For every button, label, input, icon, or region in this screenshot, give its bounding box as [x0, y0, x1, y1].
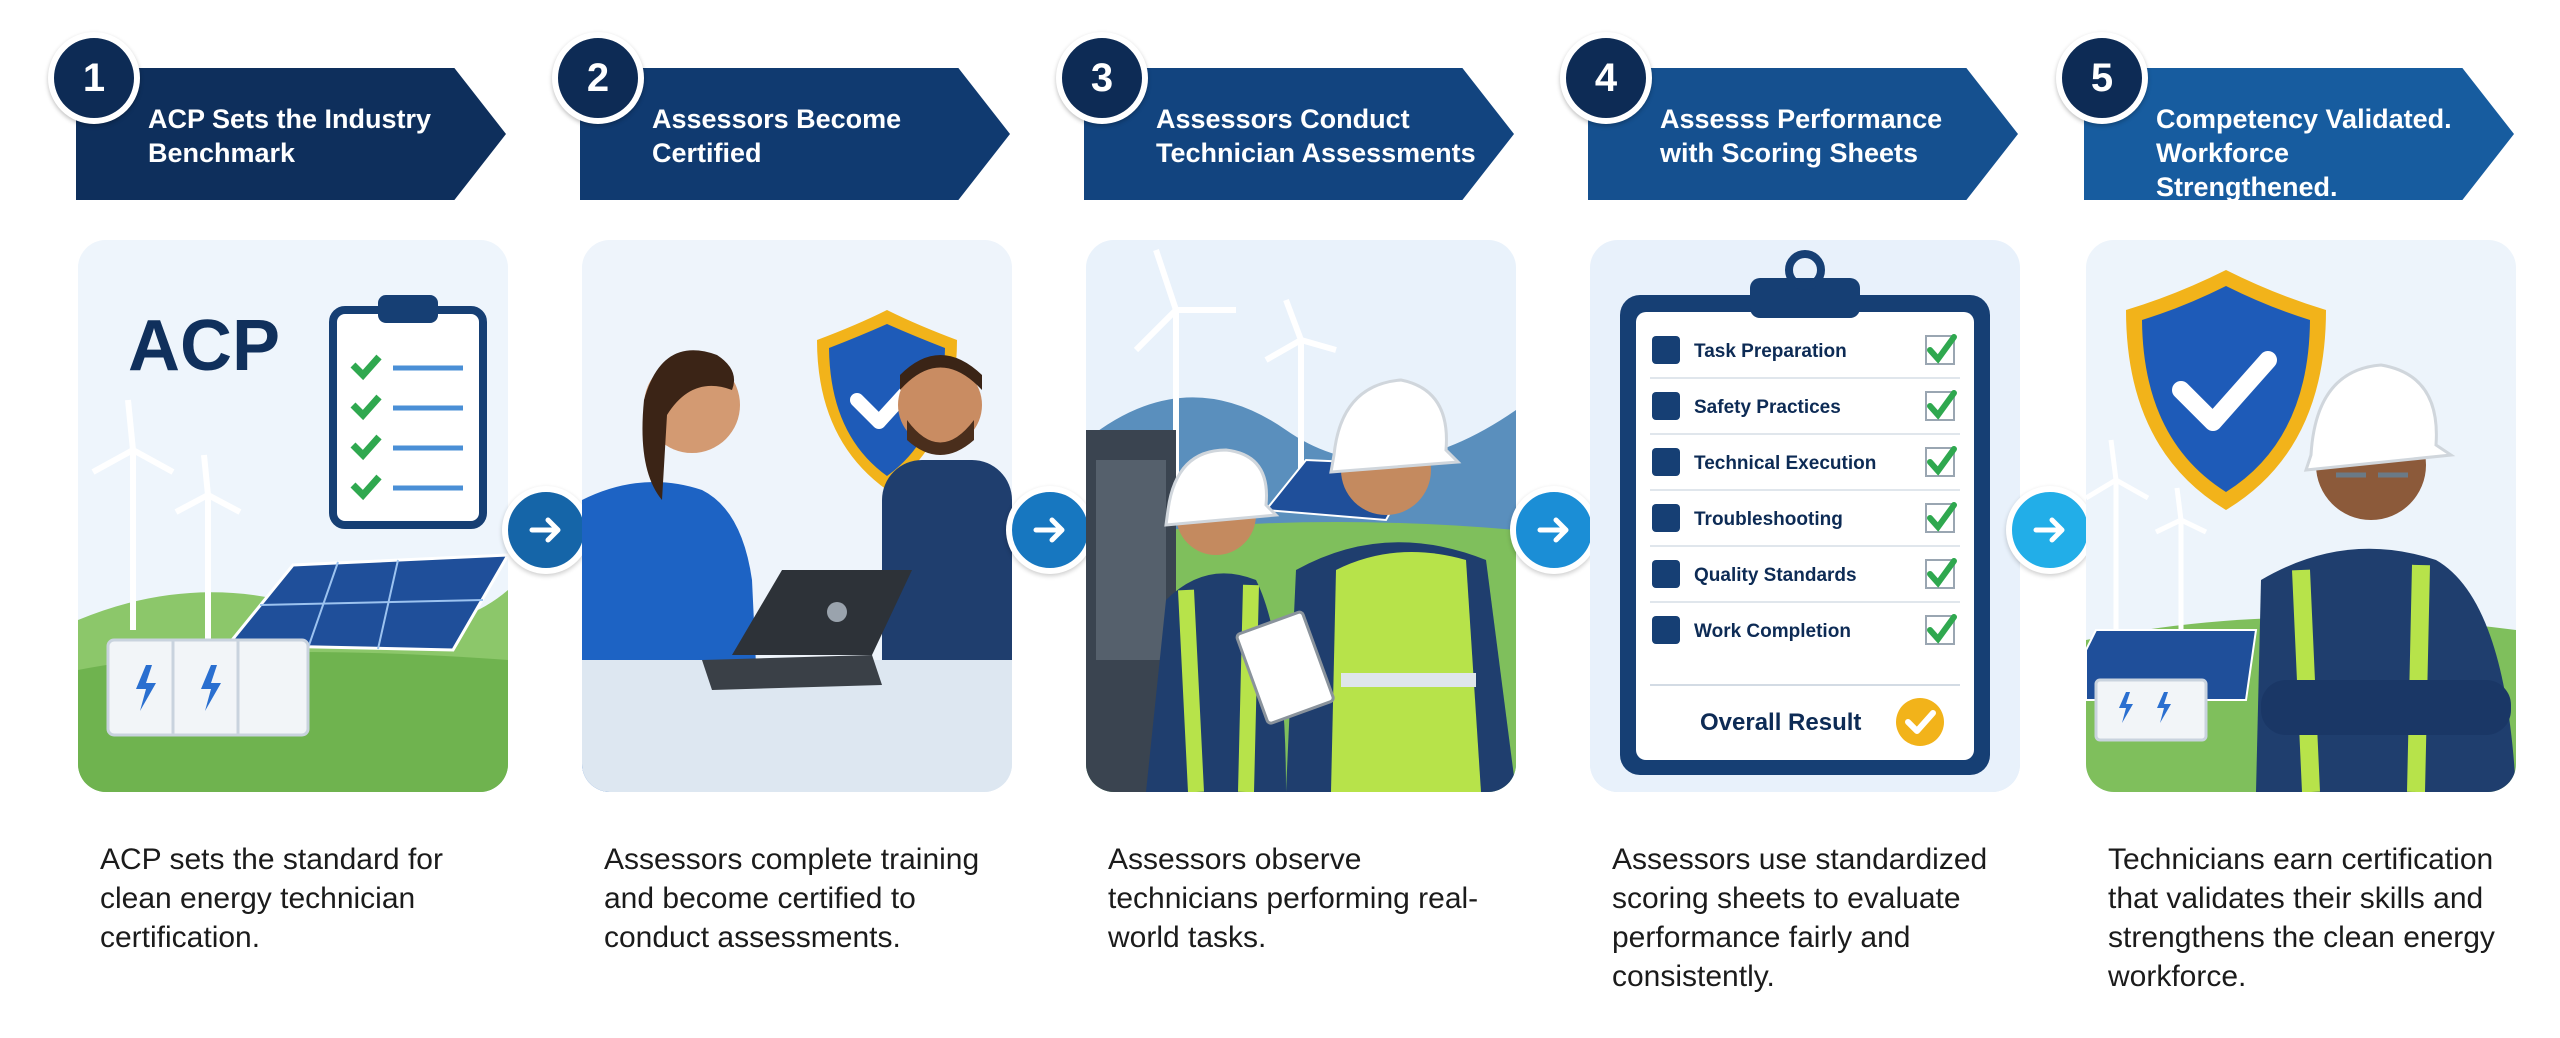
scoring-row: Work Completion: [1652, 614, 1957, 645]
step-2: Assessors Become Certified 2: [552, 0, 1012, 1038]
hard-hat-icon: [2303, 363, 2456, 472]
battery-storage-icon: [106, 638, 310, 737]
step-4-number-badge: 4: [1560, 32, 1652, 124]
hard-hat-icon: [1164, 448, 1280, 527]
scoring-row-label: Work Completion: [1694, 621, 1851, 642]
laptop-icon: [702, 570, 912, 690]
scoring-row-label: Quality Standards: [1694, 565, 1857, 586]
scoring-row-label: Task Preparation: [1694, 341, 1847, 362]
step-1-title: ACP Sets the Industry Benchmark: [148, 104, 432, 168]
step-3-description: Assessors observe technicians performing…: [1108, 843, 1479, 954]
step-1-illustration: ACP: [78, 240, 508, 792]
step-4-title: Assesss Performance with Scoring Sheets: [1660, 104, 1943, 168]
step-1: ACP Sets the Industry Benchmark 1 ACP: [48, 0, 508, 1038]
step-5-description: Technicians earn certification that vali…: [2108, 843, 2495, 993]
check-icon: [1927, 390, 1957, 420]
check-icon: [1927, 614, 1957, 644]
hard-hat-icon: [1329, 378, 1462, 474]
gear-lock-icon: [1652, 560, 1680, 588]
check-icon: [1927, 558, 1957, 588]
step-4-banner: Assesss Performance with Scoring Sheets: [1588, 68, 2018, 200]
scoring-row: Troubleshooting: [1650, 502, 1960, 547]
step-3-banner: Assessors Conduct Technician Assessments: [1084, 68, 1514, 200]
tools-icon: [1652, 448, 1680, 476]
step-3: Assessors Conduct Technician Assessments…: [1056, 0, 1516, 1038]
assessor: [1235, 378, 1516, 792]
battery-storage-icon: [2094, 678, 2208, 742]
step-4: Assesss Performance with Scoring Sheets …: [1560, 0, 2020, 1038]
step-2-description: Assessors complete training and become c…: [604, 843, 980, 954]
check-icon: [1927, 334, 1957, 364]
certified-technician: [2256, 363, 2516, 792]
step-5-title: Competency Validated. Workforce Strength…: [2156, 104, 2452, 202]
scoring-row-label: Technical Execution: [1694, 453, 1876, 474]
check-icon: [1927, 446, 1957, 476]
acp-logo: ACP: [128, 306, 280, 386]
scoring-row: Task Preparation: [1650, 334, 1960, 379]
step-2-illustration: [582, 240, 1012, 792]
shield-icon: [1652, 392, 1680, 420]
scoring-row: Technical Execution: [1650, 446, 1960, 491]
solar-panel-icon: [224, 553, 508, 652]
step-5-illustration: [2086, 240, 2516, 792]
check-icon: [1927, 502, 1957, 532]
step-1-description: ACP sets the standard for clean energy t…: [100, 843, 443, 954]
step-4-description: Assessors use standardized scoring sheet…: [1612, 843, 1988, 993]
step-2-banner: Assessors Become Certified: [580, 68, 1010, 200]
step-2-number-badge: 2: [552, 32, 644, 124]
step-3-illustration: [1086, 240, 1516, 792]
step-3-number-badge: 3: [1056, 32, 1148, 124]
step-1-number-badge: 1: [48, 32, 140, 124]
overall-result-label: Overall Result: [1700, 709, 1861, 736]
overall-result-check-icon: [1896, 698, 1944, 746]
step-5: Competency Validated. Workforce Strength…: [2056, 0, 2516, 1038]
clipboard-icon: [329, 295, 487, 529]
scoring-row: Quality Standards: [1650, 558, 1960, 603]
step-2-title: Assessors Become Certified: [652, 104, 902, 168]
question-icon: [1652, 504, 1680, 532]
step-1-banner: ACP Sets the Industry Benchmark: [76, 68, 506, 200]
wind-turbine-icon: [2086, 439, 2208, 640]
scoring-row-label: Safety Practices: [1694, 397, 1841, 418]
scoring-row: Safety Practices: [1650, 390, 1960, 435]
step-5-number-badge: 5: [2056, 32, 2148, 124]
checkmark-icon: [1652, 616, 1680, 644]
shield-check-icon: [2126, 270, 2326, 510]
wind-turbine-icon: [91, 399, 242, 640]
step-5-banner: Competency Validated. Workforce Strength…: [2084, 68, 2514, 200]
scoring-row-label: Troubleshooting: [1694, 509, 1843, 530]
step-3-title: Assessors Conduct Technician Assessments: [1156, 104, 1476, 168]
folder-icon: [1652, 336, 1680, 364]
clipboard-icon: [1235, 610, 1335, 725]
